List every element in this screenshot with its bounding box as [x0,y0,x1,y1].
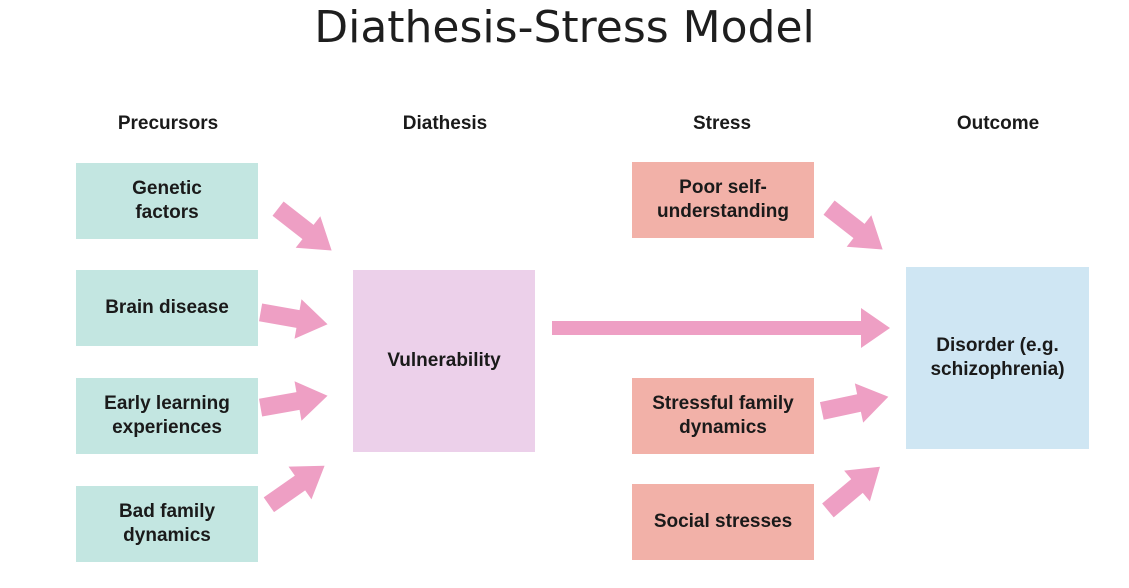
header-diathesis: Diathesis [402,113,488,134]
arrow-vulnerability-to-outcome [552,308,890,348]
precursor-bad-family-dynamics: Bad family dynamics [76,486,258,562]
arrow-early-learning-to-vulnerability [257,376,332,428]
header-outcome: Outcome [956,113,1040,134]
precursor-early-learning: Early learning experiences [76,378,258,454]
stress-social-stresses: Social stresses [632,484,814,560]
precursor-brain-disease: Brain disease [76,270,258,346]
stress-stressful-family-dynamics: Stressful family dynamics [632,378,814,454]
arrow-stressful-family-to-outcome [817,377,893,431]
page-title: Diathesis-Stress Model [314,2,815,53]
arrow-brain-to-vulnerability [257,292,332,344]
header-stress: Stress [692,113,752,134]
arrow-family-to-vulnerability [257,449,337,522]
header-precursors: Precursors [117,113,219,134]
precursor-genetic-factors: Genetic factors [76,163,258,239]
arrow-genetic-to-vulnerability [265,192,344,267]
arrow-poor-self-understanding-to-outcome [816,191,895,266]
diagram-panel: Precursors Diathesis Stress Outcome Gene… [68,102,1108,574]
stress-poor-self-understanding: Poor self- understanding [632,162,814,238]
arrows-layer [257,191,895,526]
vulnerability-box: Vulnerability [353,270,535,452]
outcome-disorder: Disorder (e.g. schizophrenia) [906,267,1089,449]
arrow-social-stresses-to-outcome [815,451,893,526]
